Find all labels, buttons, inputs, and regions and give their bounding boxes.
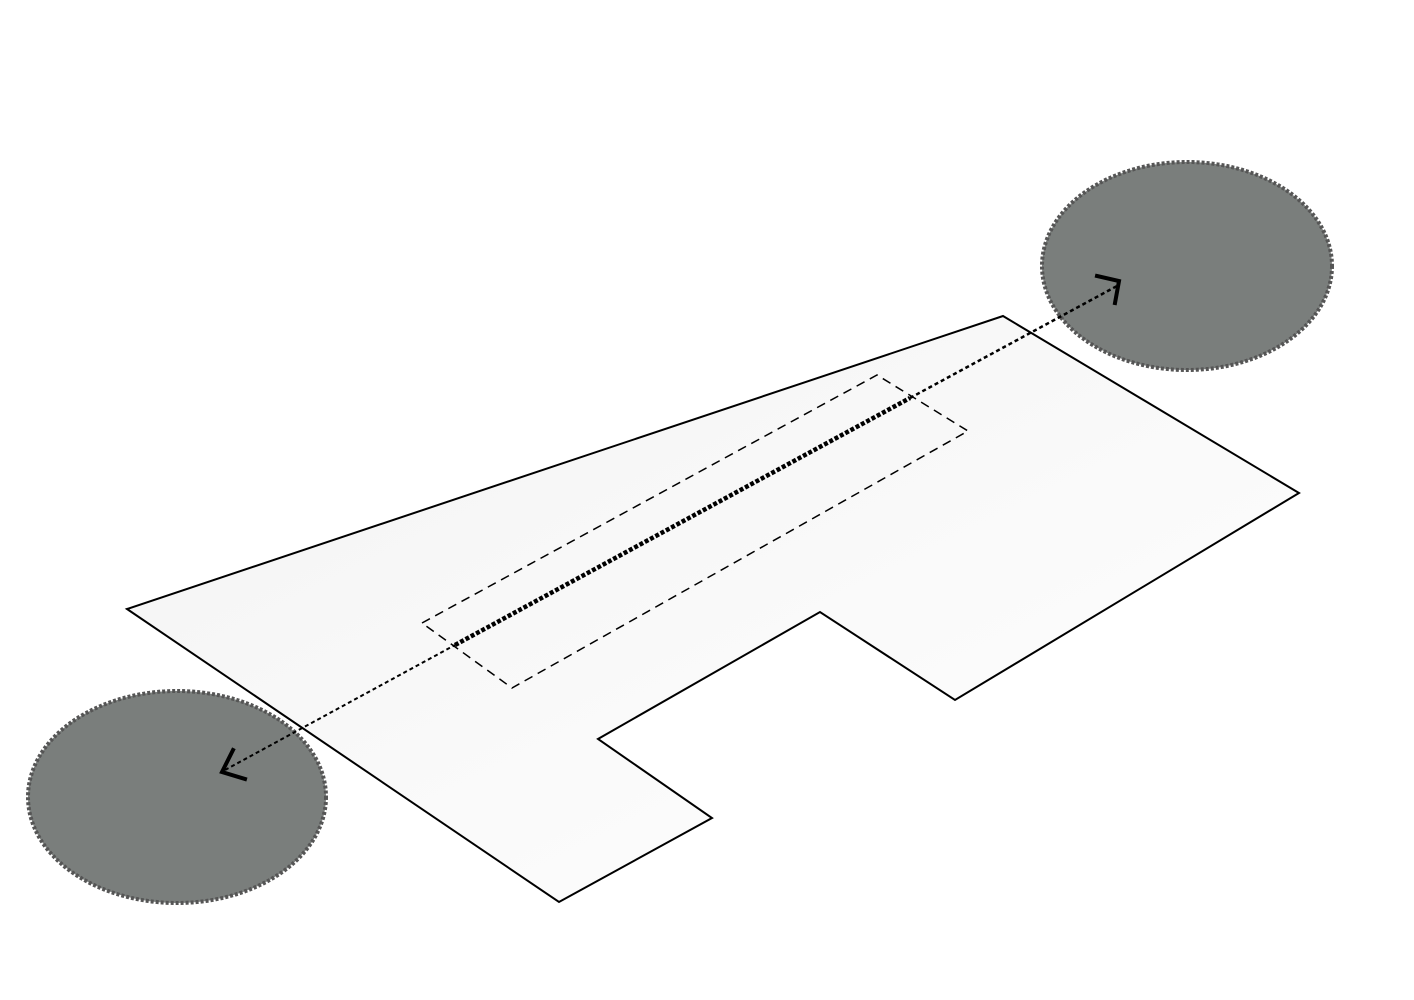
- right-gray-ellipse: [1040, 160, 1334, 372]
- building-footprint: [124, 314, 1301, 904]
- connection-segment-right: [909, 284, 1118, 400]
- connection-segment-left: [224, 644, 456, 771]
- dashed-inner-rectangle: [420, 374, 970, 689]
- arrowhead-icon: [219, 747, 248, 782]
- bidirectional-dashed-arrow: [224, 284, 1118, 771]
- arrowhead-icon: [1094, 273, 1122, 306]
- left-gray-ellipse: [26, 689, 328, 905]
- connection-segment-middle: [453, 396, 912, 647]
